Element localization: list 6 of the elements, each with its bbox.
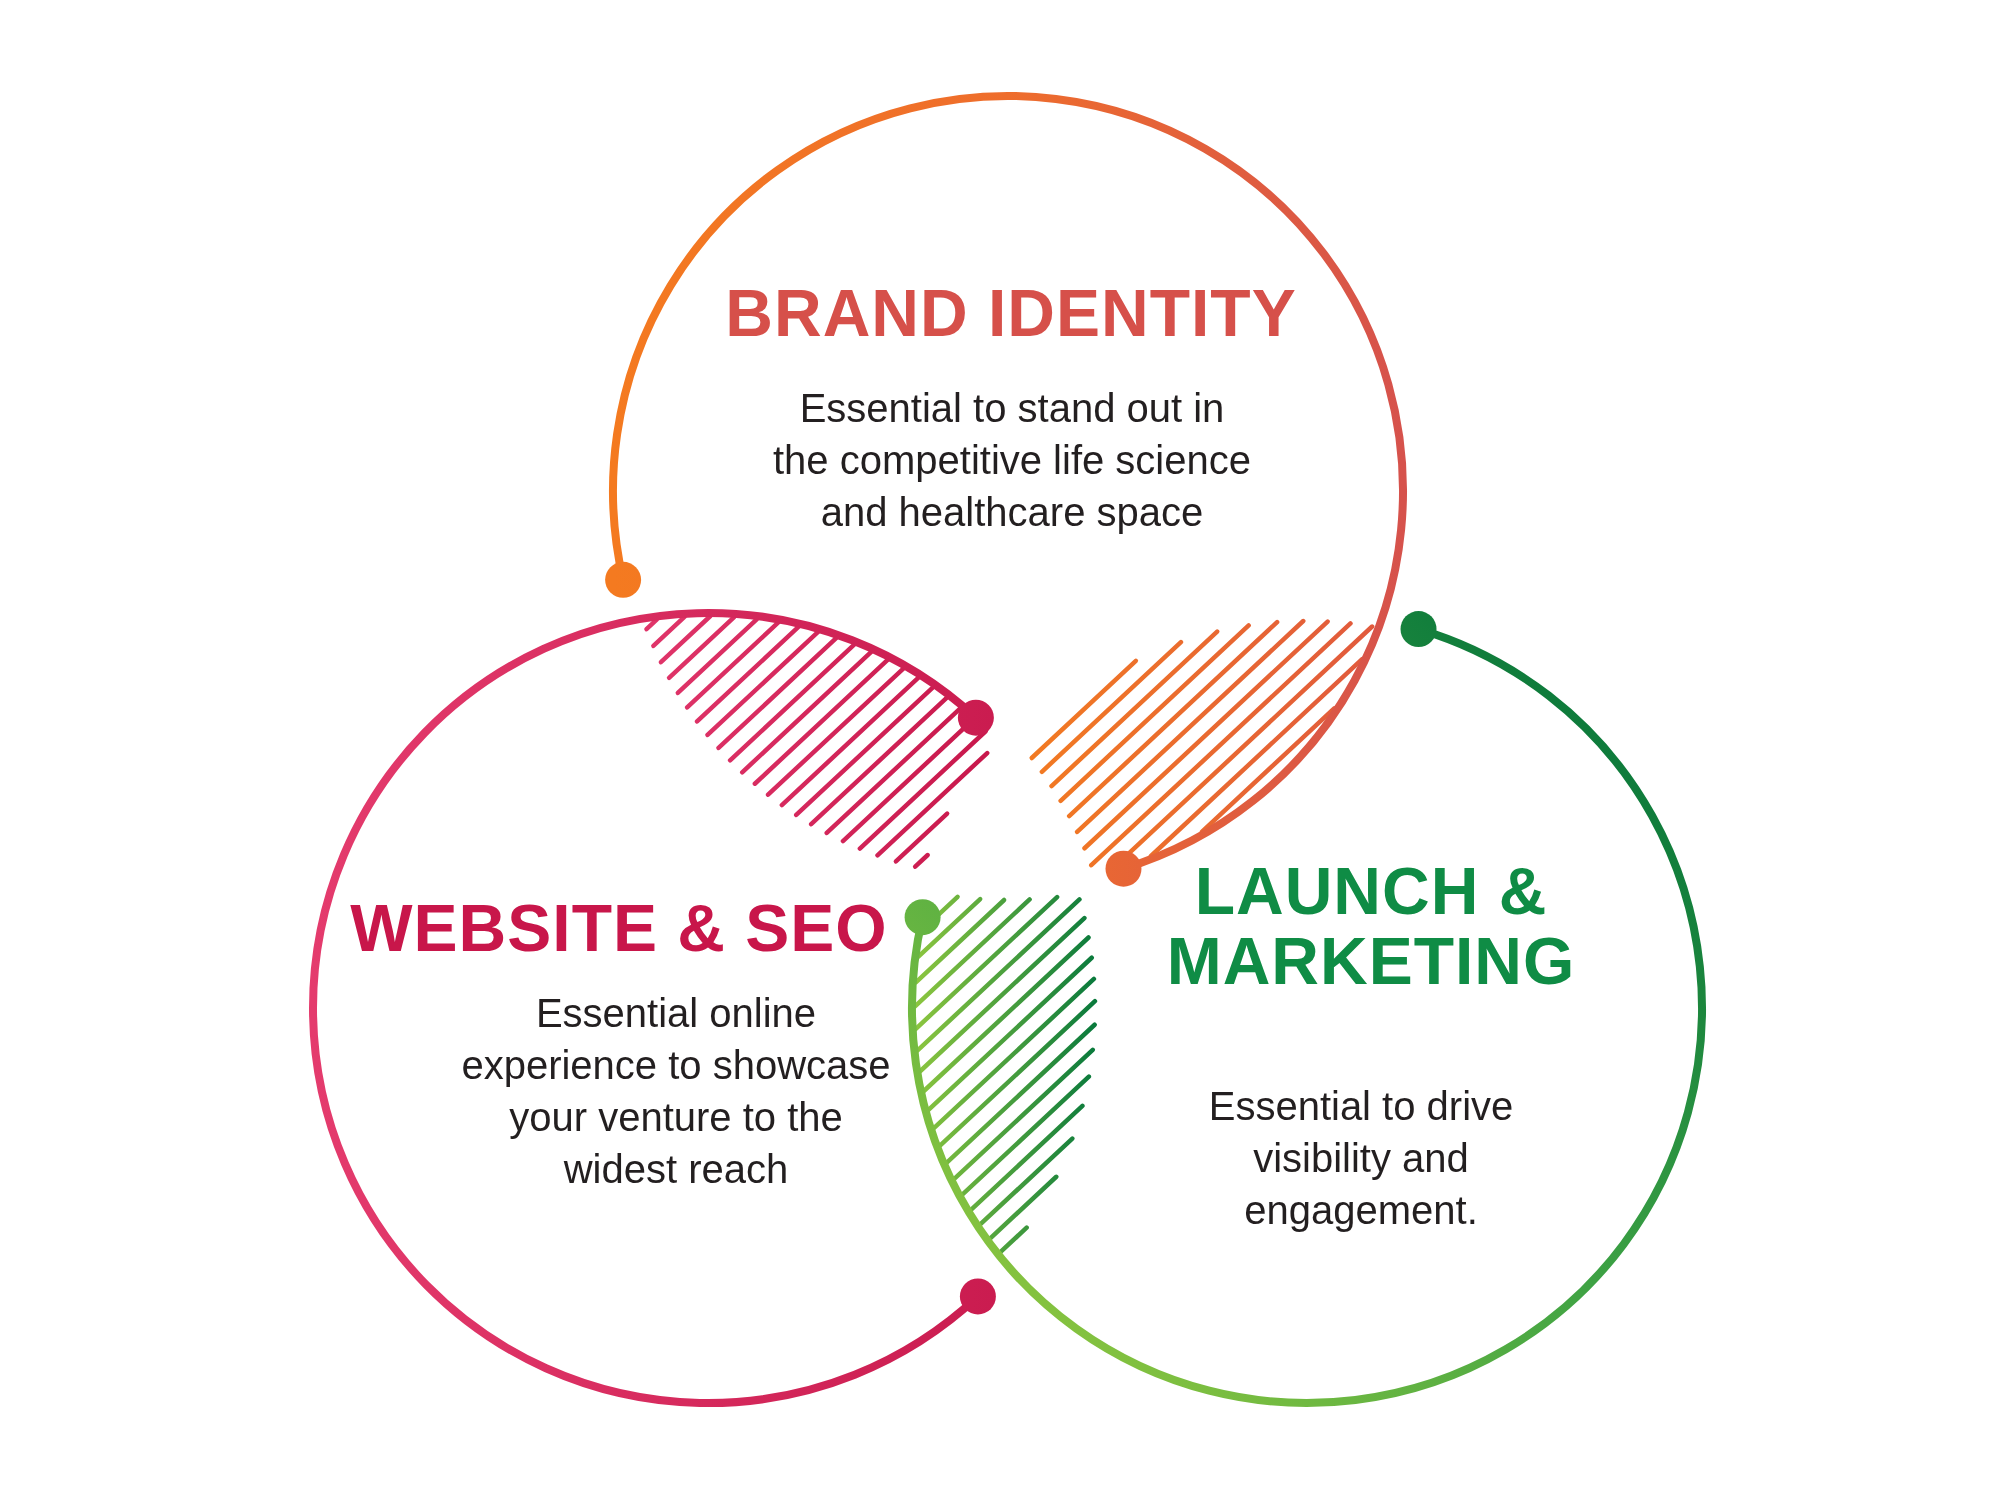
circle-description: Essential to stand out in the competitive life science and healthcare space bbox=[772, 385, 1252, 536]
circle-title: BRAND IDENTITY bbox=[724, 278, 1298, 348]
circle-description: Essential online experience to showcase your venture to the widest reach bbox=[460, 990, 892, 1193]
circle-description: Essential to drive visibility and engagement. bbox=[1207, 1083, 1515, 1234]
circle-title: WEBSITE & SEO bbox=[349, 893, 889, 963]
circle-title: LAUNCH & MARKETING bbox=[1165, 856, 1577, 996]
